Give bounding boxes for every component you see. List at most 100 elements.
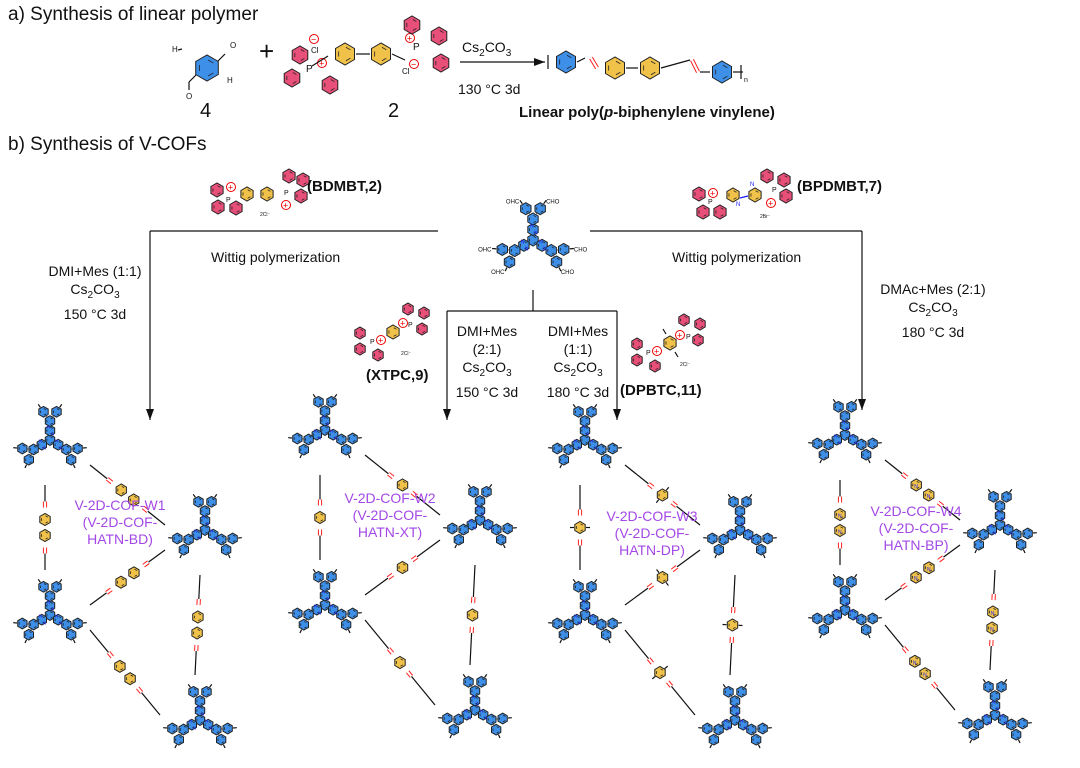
double-bond [333, 431, 337, 434]
nitrogen-atom: N [590, 439, 593, 444]
nitrogen-atom: N [330, 429, 333, 434]
nitrogen-atom: N [842, 595, 845, 600]
pyridine-ring [748, 187, 762, 203]
pink-ring [432, 53, 450, 73]
double-bond [325, 582, 328, 585]
yellow-ring [314, 510, 326, 525]
double-bond [207, 72, 214, 77]
nitrogen-atom: N [534, 231, 538, 237]
bond [147, 510, 166, 526]
phenyl-ring [38, 580, 49, 593]
bond [497, 734, 501, 739]
blue-ring [195, 54, 219, 82]
double-bond [515, 246, 518, 249]
nitrogen-atom: N [210, 529, 213, 534]
double-bond [703, 207, 707, 210]
phenyl-ring [558, 242, 570, 256]
aldehyde-group: CHO [561, 270, 575, 276]
bond [832, 398, 836, 403]
hatn-core-ring [319, 424, 331, 436]
double-bond [50, 601, 53, 604]
double-bond [987, 721, 990, 724]
bond [543, 199, 547, 205]
pink-ring [416, 322, 428, 336]
hatn-core-ring [44, 609, 56, 621]
nitrogen-atom: N [464, 709, 467, 714]
reactant-2-label: 2 [388, 100, 400, 122]
double-bond [292, 72, 297, 75]
section-a-title: a) Synthesis of linear polymer [8, 4, 259, 25]
double-bond [751, 725, 755, 728]
double-bond [207, 59, 214, 64]
double-bond [320, 519, 324, 522]
double-bond [979, 546, 982, 549]
double-bond [606, 456, 609, 459]
double-bond [585, 422, 588, 425]
double-bond [978, 726, 982, 729]
nitrogen-atom: N [913, 660, 917, 666]
double-bond [509, 257, 513, 260]
double-bond [412, 19, 417, 22]
bond [655, 499, 660, 504]
bond [489, 483, 493, 488]
double-bond [42, 621, 45, 624]
double-bond [840, 532, 844, 535]
double-bond [393, 327, 397, 330]
bond [410, 676, 436, 706]
pyridine-ring [910, 570, 922, 584]
double-bond [828, 615, 832, 618]
benzo-ring [545, 243, 557, 258]
vinylene-bond [668, 680, 674, 686]
double-bond [77, 450, 81, 453]
double-bond [468, 683, 472, 686]
double-bond [714, 741, 717, 744]
vinylene-bond [105, 587, 111, 592]
phosphorus-atom: P [646, 350, 651, 357]
double-bond [591, 583, 595, 586]
bond [209, 683, 213, 688]
double-bond [318, 578, 322, 581]
bond [59, 578, 63, 583]
phenyl-ring [463, 675, 474, 688]
double-bond [475, 702, 478, 705]
nitrogen-atom: N [477, 505, 480, 510]
double-bond [655, 361, 659, 365]
vinylene-bond [666, 682, 671, 688]
double-bond [502, 251, 506, 254]
hydrogen-atom: H [172, 45, 178, 54]
double-bond [993, 498, 997, 501]
bond [59, 403, 63, 408]
double-bond [585, 436, 588, 439]
double-bond [300, 58, 305, 61]
bond [854, 398, 858, 403]
double-bond [480, 502, 483, 505]
double-bond [121, 485, 125, 489]
double-bond [992, 531, 995, 534]
double-bond [866, 626, 869, 629]
double-bond [662, 579, 666, 582]
double-bond [301, 191, 305, 194]
double-bond [983, 530, 987, 533]
double-bond [58, 621, 62, 624]
double-bond [183, 725, 187, 728]
pink-ring [354, 342, 366, 356]
double-bond [216, 725, 220, 728]
nitrogen-atom: N [838, 616, 841, 621]
w3-arrow-head [613, 409, 621, 420]
double-bond [218, 209, 222, 212]
double-bond [33, 445, 37, 448]
nitrogen-atom: N [521, 239, 525, 245]
double-bond [29, 636, 32, 639]
nitrogen-atom: N [209, 726, 212, 731]
phenyl-ring [988, 490, 999, 503]
hatn-core-ring [474, 514, 486, 526]
double-bond [29, 461, 32, 464]
double-bond [352, 609, 356, 612]
double-bond [735, 712, 738, 715]
double-bond [360, 328, 364, 332]
double-bond [1027, 535, 1031, 538]
double-bond [828, 446, 832, 449]
double-bond [988, 688, 992, 691]
bond [739, 195, 749, 199]
